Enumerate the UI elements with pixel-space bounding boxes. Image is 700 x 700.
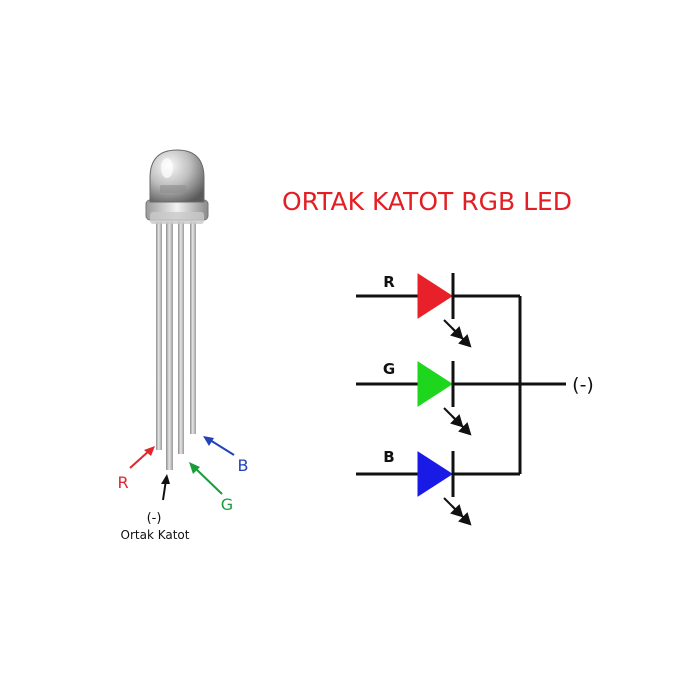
pin-arrow-blue: [203, 436, 235, 456]
emission-arrows-green: [443, 407, 472, 436]
led-dome: [149, 149, 205, 203]
diagram-title: ORTAK KATOT RGB LED: [282, 187, 572, 216]
pin-label-red: R: [117, 473, 128, 492]
pin-label-cathode-name: Ortak Katot: [121, 528, 190, 542]
pin-label-green: G: [221, 495, 233, 514]
led-leg-red: [156, 222, 162, 450]
led-leg-green: [178, 222, 184, 454]
led-leg-cathode: [166, 222, 173, 470]
schematic-output-label: (-): [572, 374, 594, 396]
schematic-label-g: G: [383, 360, 395, 378]
schematic-row-b: [356, 451, 520, 497]
diode-blue: [417, 451, 453, 497]
pin-arrow-red: [129, 446, 155, 469]
diode-green: [417, 361, 453, 407]
led-leg-blue: [190, 222, 196, 434]
diode-red: [417, 273, 453, 319]
led-base-rim: [145, 199, 209, 224]
schematic-row-g: [356, 361, 520, 407]
pin-label-cathode-symbol: (-): [147, 511, 162, 526]
pin-arrow-green: [189, 462, 223, 495]
emission-arrows-red: [443, 319, 472, 348]
schematic-row-r: [356, 273, 520, 319]
pin-arrow-cathode: [161, 474, 170, 501]
schematic-label-b: B: [383, 448, 394, 466]
emission-arrows-blue: [443, 497, 472, 526]
schematic-label-r: R: [383, 273, 395, 291]
schematic: [356, 273, 566, 497]
pin-label-blue: B: [238, 456, 249, 475]
led-component-illustration: [145, 149, 209, 470]
